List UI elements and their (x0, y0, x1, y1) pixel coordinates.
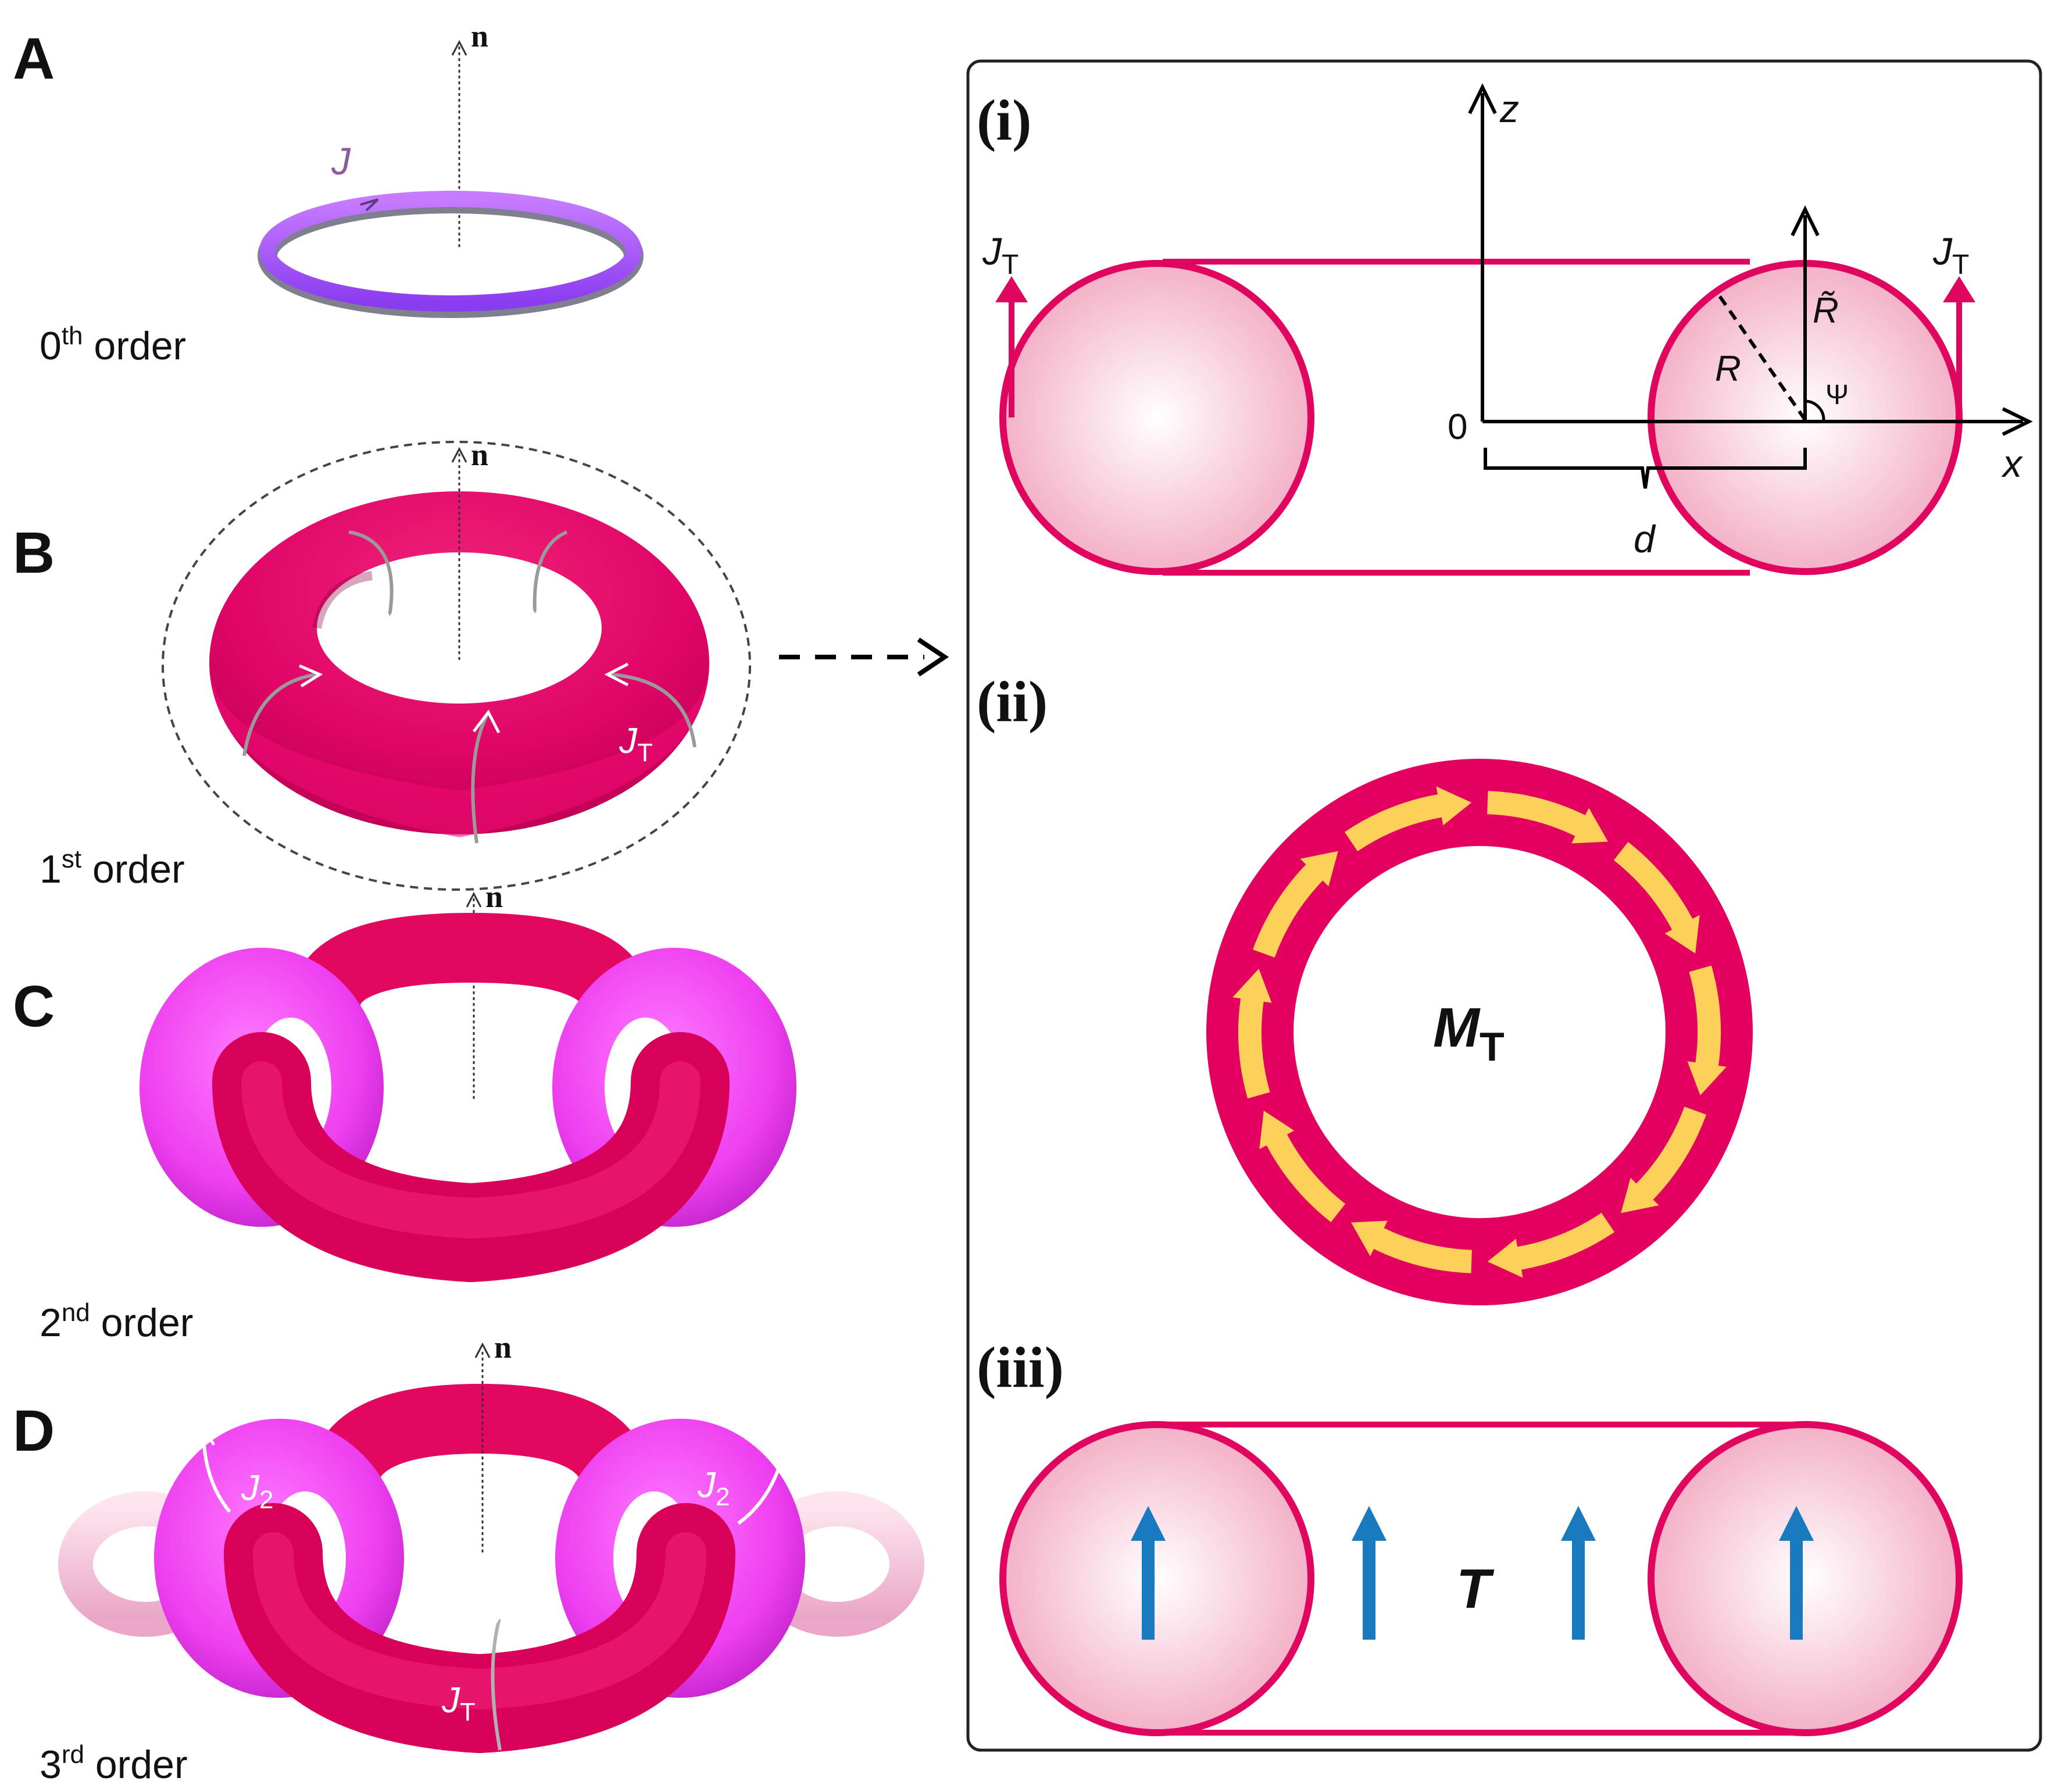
zoom-ellipse (162, 441, 751, 891)
current-label-jt-d: JT (441, 1680, 476, 1726)
panel-c-letter: C (13, 974, 55, 1039)
panel-d-letter: D (13, 1398, 55, 1463)
current-loop (259, 191, 642, 312)
inset-iii: (iii) T (977, 1335, 1963, 1736)
toroid-ring-inner (1294, 846, 1666, 1218)
poloidal-arrow-segment (1621, 1106, 1706, 1213)
axis-label-n-c: n (485, 879, 503, 914)
panel-b: B n JT 1st order (13, 437, 751, 891)
inset-i: (i) JT JT z x 0 R̃ R Ψ d (977, 83, 2033, 576)
t-vector-arrow (1779, 1506, 1814, 1640)
normal-arrowhead-d (474, 1342, 491, 1358)
distance-brace (1484, 448, 1807, 489)
toroidal-current-arrowhead (299, 664, 323, 688)
jt-current-arrowhead (487, 1612, 511, 1636)
poloidal-arrow-segment (1487, 1212, 1615, 1278)
toroidal-current-line (471, 711, 490, 844)
psi-angle-arc (1805, 399, 1825, 420)
current-label-j2-left: J2 (241, 1468, 273, 1514)
toroidal-current-line (533, 530, 568, 614)
jt-label-left: JT (982, 230, 1019, 280)
r-radius-line (1716, 292, 1807, 421)
toroidal-current-arrowhead (379, 598, 403, 623)
j2-current-line (737, 1430, 789, 1525)
panel-d: D n J2 J2 JT 3rd order (13, 1330, 924, 1787)
cross-section-right (1648, 1421, 1963, 1736)
poloidal-arrow-segment (1253, 851, 1338, 958)
toroidal-current-line (610, 673, 696, 748)
jt-arrowhead-left (995, 276, 1028, 302)
current-label-j2-right: J2 (697, 1465, 730, 1511)
panel-a: A n J 0th order (13, 19, 644, 368)
z-axis-arrowhead (1468, 83, 1497, 115)
back-torus-arc (291, 912, 651, 1041)
axis-label-n-d: n (494, 1330, 512, 1365)
t-label: T (1456, 1558, 1495, 1620)
psi-label: Ψ (1825, 380, 1849, 410)
origin-label: 0 (1448, 407, 1467, 447)
order-label-2: 2nd order (40, 1298, 193, 1345)
toroidal-current-arrowhead (523, 595, 548, 620)
poloidal-arrow-segment (1259, 1111, 1346, 1223)
toroidal-current-line (242, 673, 317, 756)
d-label: d (1634, 517, 1656, 561)
poloidal-arrow-ring (1232, 786, 1727, 1278)
current-direction-arrow (360, 198, 379, 212)
axis-label-n-b: n (471, 437, 488, 472)
torus-front-band (209, 663, 709, 837)
z-axis-label: z (1499, 87, 1519, 130)
inset-ii-label: (ii) (977, 669, 1048, 734)
toroidal-current-arrowhead (473, 709, 501, 734)
current-label-jt-b: JT (619, 721, 653, 767)
panel-b-letter: B (13, 520, 55, 586)
normal-arrowhead-c (466, 891, 482, 908)
inset-i-label: (i) (977, 88, 1031, 152)
j2-current-arrowhead (775, 1424, 799, 1449)
t-vector-arrow (1131, 1506, 1166, 1640)
j2-current-line (202, 1430, 231, 1513)
t-vector-arrow (1561, 1506, 1596, 1640)
axis-label-n-a: n (471, 19, 488, 53)
poloidal-arrow-segment (1344, 786, 1472, 852)
x-axis-label: x (2001, 442, 2023, 485)
poloidal-arrow-segment (1687, 965, 1727, 1095)
r-tilde-arrowhead (1791, 205, 1820, 237)
poloidal-arrow-segment (1351, 1220, 1472, 1273)
x-axis-arrowhead (2002, 407, 2033, 436)
normal-arrowhead-b (451, 447, 467, 463)
t-vector-arrow (1352, 1506, 1387, 1640)
front-torus-highlight (253, 1532, 706, 1710)
order-label-0: 0th order (40, 322, 186, 368)
normal-arrowhead-a (451, 40, 467, 56)
panel-a-letter: A (13, 26, 55, 91)
toroidal-current-line (348, 530, 394, 617)
torus-inner-shade (312, 571, 373, 629)
jt-arrowhead-right (1943, 276, 1975, 302)
order-label-3: 3rd order (40, 1740, 188, 1787)
jt-current-line (491, 1616, 502, 1751)
j2-current-arrowhead (192, 1425, 216, 1446)
inset-iii-label: (iii) (977, 1335, 1064, 1400)
poloidal-arrow-segment (1232, 969, 1272, 1099)
r-tilde-label: R̃ (1813, 291, 1839, 331)
current-label-j: J (331, 140, 351, 183)
toroidal-current-arrowhead (604, 662, 629, 687)
poloidal-arrow-segment (1487, 791, 1608, 844)
order-label-1: 1st order (40, 845, 185, 891)
r-label: R (1715, 349, 1741, 389)
cross-section-left (999, 1421, 1314, 1736)
jt-label-right: JT (1932, 230, 1969, 280)
poloidal-arrow-segment (1613, 841, 1700, 954)
mt-label: MT (1433, 997, 1505, 1069)
zoom-arrowhead (917, 637, 949, 677)
cross-section-left (999, 260, 1314, 575)
front-torus-highlight (241, 1061, 701, 1239)
back-torus-arc (308, 1383, 651, 1523)
panel-c: C n 2nd order (13, 879, 796, 1345)
inset-ii: (ii) MT (977, 669, 1753, 1305)
